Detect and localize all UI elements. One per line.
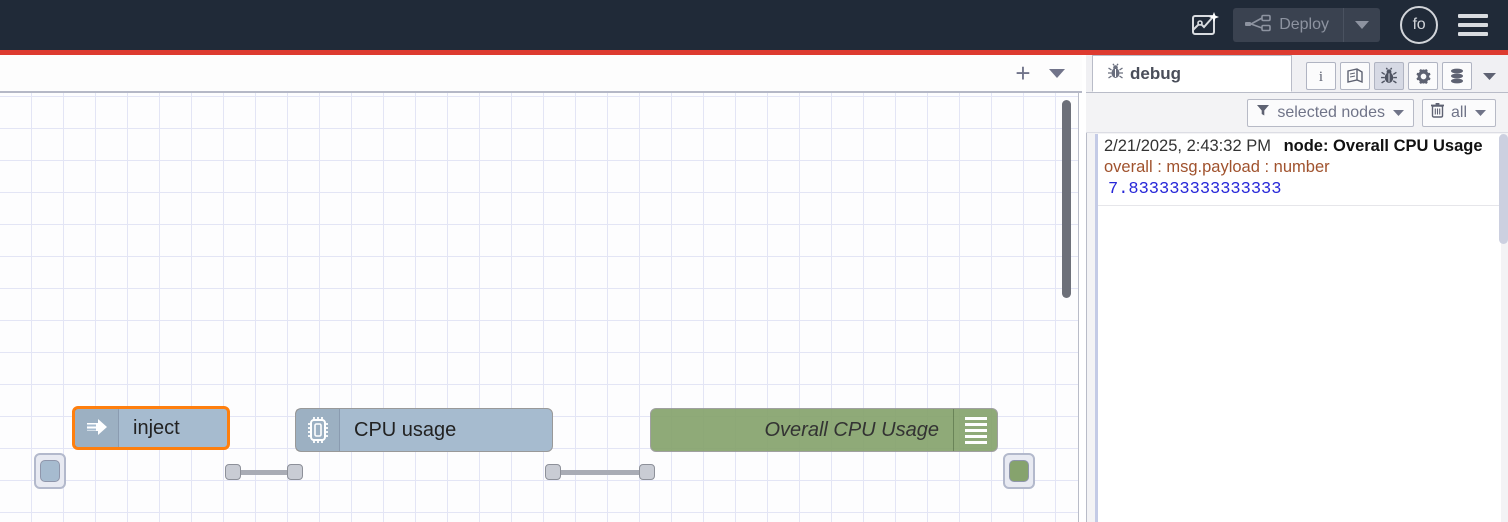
debug-input-port[interactable] [639, 464, 655, 480]
deploy-button-main[interactable]: Deploy [1233, 8, 1344, 42]
right-sidebar: debug i [1086, 55, 1508, 522]
inject-trigger-button-inner [40, 460, 60, 482]
debug-line-4 [964, 434, 987, 438]
info-icon[interactable]: i [1306, 62, 1336, 90]
debug-lines-icon [953, 409, 997, 451]
deploy-icon [1245, 14, 1271, 37]
tab-debug[interactable]: debug [1092, 55, 1292, 92]
tab-debug-label: debug [1130, 63, 1181, 83]
hamburger-line-3 [1458, 32, 1488, 36]
hamburger-line-1 [1458, 14, 1488, 18]
sidebar-tab-bar: debug i [1086, 55, 1508, 93]
context-stack-icon[interactable] [1442, 62, 1472, 90]
debug-line-2 [964, 422, 987, 426]
help-book-icon[interactable] [1340, 62, 1370, 90]
deploy-label: Deploy [1279, 16, 1329, 33]
funnel-icon [1256, 103, 1270, 122]
canvas-right-edge [1078, 93, 1082, 522]
debug-filter-bar: selected nodes all [1086, 93, 1508, 133]
node-debug-label: Overall CPU Usage [764, 418, 939, 441]
flow-sparkle-icon[interactable] [1185, 5, 1225, 45]
cpu-output-port[interactable] [545, 464, 561, 480]
config-gear-icon[interactable] [1408, 62, 1438, 90]
debug-message-timestamp: 2/21/2025, 2:43:32 PM [1104, 137, 1271, 155]
clear-messages-chevron-down-icon [1474, 104, 1487, 122]
hamburger-menu-icon[interactable] [1456, 8, 1490, 42]
node-filter-select[interactable]: selected nodes [1247, 98, 1414, 127]
deploy-button[interactable]: Deploy [1233, 8, 1380, 42]
wire-inject-to-cpu [239, 470, 289, 475]
flow-workspace: + inject [0, 55, 1082, 522]
node-filter-chevron-down-icon [1392, 104, 1405, 122]
node-filter-label: selected nodes [1277, 103, 1385, 121]
debug-line-3 [964, 428, 987, 432]
debug-message-header: 2/21/2025, 2:43:32 PM node: Overall CPU … [1104, 137, 1495, 156]
hamburger-line-2 [1458, 23, 1488, 27]
inject-trigger-button[interactable] [34, 453, 66, 489]
sidebar-divider [1086, 55, 1087, 522]
node-inject-label: inject [133, 416, 180, 439]
node-cpu-usage-label: CPU usage [354, 418, 457, 441]
debug-toggle-button-inner [1009, 460, 1029, 482]
debug-line-5 [964, 440, 987, 444]
header-accent-bar [0, 50, 1508, 55]
flow-canvas[interactable]: inject [0, 93, 1082, 522]
node-inject[interactable]: inject [72, 406, 230, 450]
add-flow-button[interactable]: + [1015, 58, 1031, 88]
debug-toggle-button[interactable] [1003, 453, 1035, 489]
avatar-initials: fo [1412, 16, 1426, 33]
svg-text:i: i [1319, 69, 1323, 85]
debug-panel-scrollbar[interactable] [1499, 134, 1508, 244]
debug-message[interactable]: 2/21/2025, 2:43:32 PM node: Overall CPU … [1098, 134, 1501, 206]
node-cpu-usage[interactable]: CPU usage [295, 408, 553, 452]
trash-icon [1430, 102, 1444, 123]
bug-icon [1107, 62, 1124, 85]
wire-cpu-to-debug [559, 470, 641, 475]
debug-line-1 [964, 416, 987, 420]
flow-tab-bar: + [0, 55, 1082, 93]
microchip-icon [296, 409, 340, 451]
app-header: Deploy fo [0, 0, 1508, 50]
deploy-chevron-down-icon[interactable] [1344, 8, 1380, 42]
debug-message-node-ref[interactable]: node: Overall CPU Usage [1283, 137, 1483, 155]
inject-arrow-icon [75, 409, 119, 447]
flow-list-chevron-down-icon[interactable] [1040, 56, 1074, 90]
node-overall-cpu-usage-debug[interactable]: Overall CPU Usage [650, 408, 998, 452]
avatar[interactable]: fo [1400, 6, 1438, 44]
clear-messages-select[interactable]: all [1421, 98, 1496, 127]
debug-message-topic: overall : msg.payload : number [1104, 158, 1330, 176]
inject-output-port[interactable] [225, 464, 241, 480]
clear-messages-label: all [1450, 103, 1467, 121]
sidebar-more-chevron-down-icon[interactable] [1476, 62, 1502, 90]
cpu-input-port[interactable] [287, 464, 303, 480]
debug-message-value: 7.833333333333333 [1108, 180, 1282, 199]
sidebar-tool-buttons: i [1302, 62, 1508, 92]
debug-message-list[interactable]: 2/21/2025, 2:43:32 PM node: Overall CPU … [1095, 134, 1501, 522]
debug-bug-icon[interactable] [1374, 62, 1404, 90]
canvas-vertical-scrollbar[interactable] [1062, 100, 1071, 298]
